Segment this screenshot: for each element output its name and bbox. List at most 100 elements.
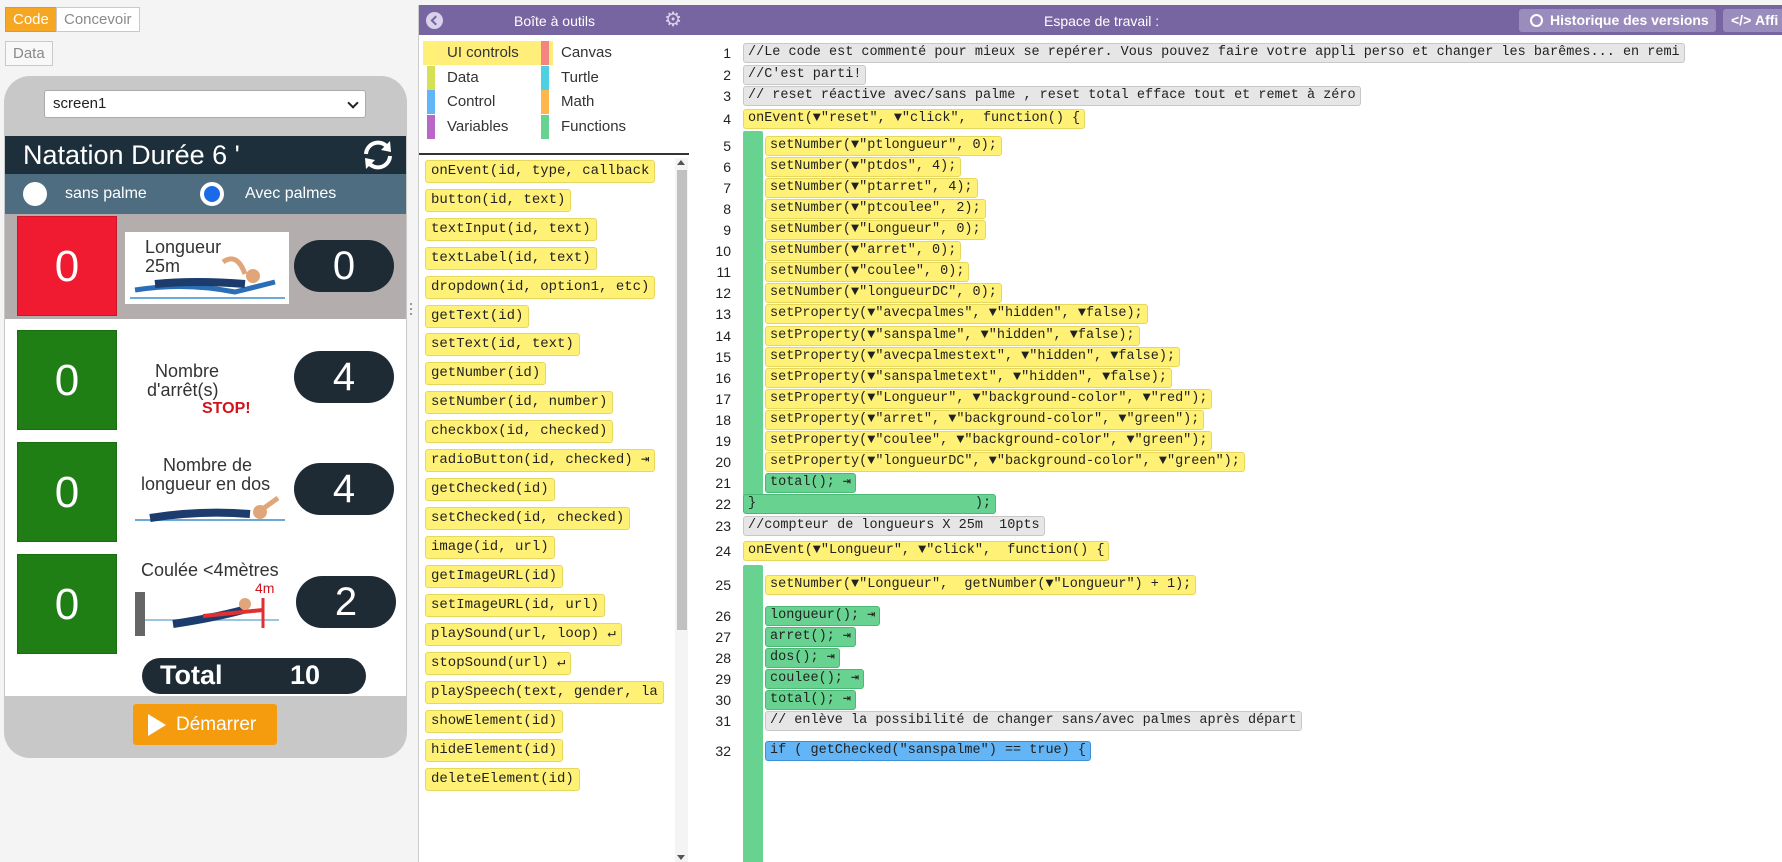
toolbox-block[interactable]: getImageURL(id) xyxy=(425,565,564,588)
code-line-block[interactable]: dos(); ⇥ xyxy=(765,648,840,668)
panel-resize-handle[interactable] xyxy=(408,300,414,320)
toolbox-scroll-thumb[interactable] xyxy=(677,170,687,630)
category-functions[interactable]: Functions xyxy=(537,114,667,139)
toolbox-block[interactable]: playSpeech(text, gender, la xyxy=(425,681,664,704)
version-history-button[interactable]: Historique des versions xyxy=(1519,9,1716,32)
screen-select[interactable]: screen1 xyxy=(44,90,366,118)
code-line-block[interactable]: // reset réactive avec/sans palme , rese… xyxy=(743,86,1361,106)
gear-icon[interactable]: ⚙ xyxy=(664,9,682,31)
code-line-block[interactable]: setNumber(▼"ptcoulee", 2); xyxy=(765,199,986,219)
toolbox-scrollbar[interactable] xyxy=(675,158,688,862)
toolbox-block[interactable]: getNumber(id) xyxy=(425,362,547,385)
toolbox-block[interactable]: setText(id, text) xyxy=(425,333,580,356)
code-line-block[interactable]: setProperty(▼"longueurDC", ▼"background-… xyxy=(765,452,1245,472)
scroll-down-icon[interactable] xyxy=(677,855,685,860)
code-line-block[interactable]: if ( getChecked("sanspalme") == true) { xyxy=(765,741,1091,761)
category-math[interactable]: Math xyxy=(537,90,667,114)
code-line-block[interactable]: } ); xyxy=(743,494,997,514)
toolbox-block[interactable]: radioButton(id, checked) ⇥ xyxy=(425,449,656,472)
code-line-block[interactable]: coulee(); ⇥ xyxy=(765,669,865,689)
toolbox-block[interactable]: onEvent(id, type, callback xyxy=(425,160,656,183)
total-value: 10 xyxy=(290,660,321,690)
toolbox-block[interactable]: textInput(id, text) xyxy=(425,218,597,241)
code-line-block[interactable]: onEvent(▼"Longueur", ▼"click", function(… xyxy=(743,541,1110,561)
line-number: 11 xyxy=(716,264,731,280)
data-mode-button[interactable]: Data xyxy=(5,41,53,66)
code-line-block[interactable]: //C'est parti! xyxy=(743,65,867,85)
dos-button[interactable]: 0 xyxy=(17,442,117,542)
category-label: Math xyxy=(561,93,595,110)
code-line-block[interactable]: setProperty(▼"Longueur", ▼"background-co… xyxy=(765,389,1213,409)
toolbox-block[interactable]: stopSound(url) ↵ xyxy=(425,652,572,675)
code-line-block[interactable]: setProperty(▼"coulee", ▼"background-colo… xyxy=(765,431,1213,451)
toolbox-block[interactable]: playSound(url, loop) ↵ xyxy=(425,623,622,646)
toolbox-block[interactable]: setImageURL(id, url) xyxy=(425,594,606,617)
avec-palmes-radio[interactable] xyxy=(200,182,224,206)
toolbox-block[interactable]: showElement(id) xyxy=(425,710,564,733)
category-canvas[interactable]: Canvas xyxy=(537,41,667,65)
toolbox-block[interactable]: getChecked(id) xyxy=(425,478,555,501)
show-text-button[interactable]: </> Affi xyxy=(1723,9,1782,32)
code-line-block[interactable]: total(); ⇥ xyxy=(765,690,857,710)
toolbox-block[interactable]: dropdown(id, option1, etc) xyxy=(425,276,656,299)
toolbox-block[interactable]: deleteElement(id) xyxy=(425,768,580,791)
code-line-block[interactable]: setNumber(▼"ptlongueur", 0); xyxy=(765,136,1002,156)
toolbox-block[interactable]: setNumber(id, number) xyxy=(425,391,614,414)
code-line-block[interactable]: setProperty(▼"sanspalme", ▼"hidden", ▼fa… xyxy=(765,326,1140,346)
code-line-block[interactable]: setNumber(▼"Longueur", getNumber(▼"Longu… xyxy=(765,575,1197,595)
code-line-block[interactable]: setProperty(▼"avecpalmestext", ▼"hidden"… xyxy=(765,347,1181,367)
code-mode-button[interactable]: Code xyxy=(5,7,57,32)
code-line-block[interactable]: setProperty(▼"avecpalmes", ▼"hidden", ▼f… xyxy=(765,304,1148,324)
swimmer-underwater-image xyxy=(135,592,279,636)
toolbox-block[interactable]: textLabel(id, text) xyxy=(425,247,597,270)
code-line-block[interactable]: setNumber(▼"Longueur", 0); xyxy=(765,220,986,240)
code-line-block[interactable]: onEvent(▼"reset", ▼"click", function() { xyxy=(743,109,1086,129)
category-ui-controls[interactable]: UI controls xyxy=(423,41,553,65)
scroll-up-icon[interactable] xyxy=(677,160,685,165)
arret-label-line1: Nombre xyxy=(155,361,220,381)
code-line-block[interactable]: setProperty(▼"arret", ▼"background-color… xyxy=(765,410,1205,430)
code-line-block[interactable]: setNumber(▼"coulee", 0); xyxy=(765,262,970,282)
toolbox-block[interactable]: hideElement(id) xyxy=(425,739,564,762)
coulee-button[interactable]: 0 xyxy=(17,554,117,654)
longueur-button[interactable]: 0 xyxy=(17,216,117,316)
code-line-block[interactable]: setProperty(▼"sanspalmetext", ▼"hidden",… xyxy=(765,368,1172,388)
code-line-block[interactable]: total(); ⇥ xyxy=(765,473,857,493)
sans-palme-radio[interactable] xyxy=(23,182,47,206)
longueur-points: 0 xyxy=(294,240,394,292)
arret-points: 4 xyxy=(294,351,394,403)
toolbox-block[interactable]: getText(id) xyxy=(425,305,530,328)
code-line-block[interactable]: //compteur de longueurs X 25m 10pts xyxy=(743,516,1045,536)
toolbox-block[interactable]: image(id, url) xyxy=(425,536,555,559)
app-title: Natation Durée 6 ' xyxy=(23,140,240,170)
code-area[interactable]: //Le code est commenté pour mieux se rep… xyxy=(741,35,1782,862)
reset-icon[interactable] xyxy=(360,137,396,173)
category-data[interactable]: Data xyxy=(423,65,553,90)
code-line-block[interactable]: setNumber(▼"ptdos", 4); xyxy=(765,157,962,177)
longueur-label-line1: Longueur xyxy=(145,237,222,257)
category-control[interactable]: Control xyxy=(423,90,553,114)
code-line-block[interactable]: //Le code est commenté pour mieux se rep… xyxy=(743,43,1685,63)
code-line-block[interactable]: longueur(); ⇥ xyxy=(765,606,881,626)
longueur-label-line2: 25m xyxy=(145,256,181,276)
line-number: 5 xyxy=(723,138,731,154)
toolbox-block[interactable]: button(id, text) xyxy=(425,189,572,212)
code-line-block[interactable]: // enlève la possibilité de changer sans… xyxy=(765,711,1302,731)
code-line-block[interactable]: setNumber(▼"longueurDC", 0); xyxy=(765,283,1002,303)
design-mode-button[interactable]: Concevoir xyxy=(56,7,140,32)
toolbox-block[interactable]: checkbox(id, checked) xyxy=(425,420,614,443)
category-variables[interactable]: Variables xyxy=(423,114,553,139)
code-line-block[interactable]: setNumber(▼"arret", 0); xyxy=(765,241,962,261)
line-number: 12 xyxy=(715,285,731,301)
stop-label: STOP! xyxy=(202,400,251,417)
show-text-label: Affi xyxy=(1755,12,1779,28)
collapse-left-icon[interactable] xyxy=(426,12,443,29)
category-turtle[interactable]: Turtle xyxy=(537,65,667,90)
code-line-block[interactable]: arret(); ⇥ xyxy=(765,627,857,647)
coulee-label: Coulée <4mètres xyxy=(141,560,279,580)
code-line-block[interactable]: setNumber(▼"ptarret", 4); xyxy=(765,178,978,198)
start-button[interactable]: Démarrer xyxy=(133,704,277,745)
toolbox-block[interactable]: setChecked(id, checked) xyxy=(425,507,631,530)
arret-button[interactable]: 0 xyxy=(17,330,117,430)
